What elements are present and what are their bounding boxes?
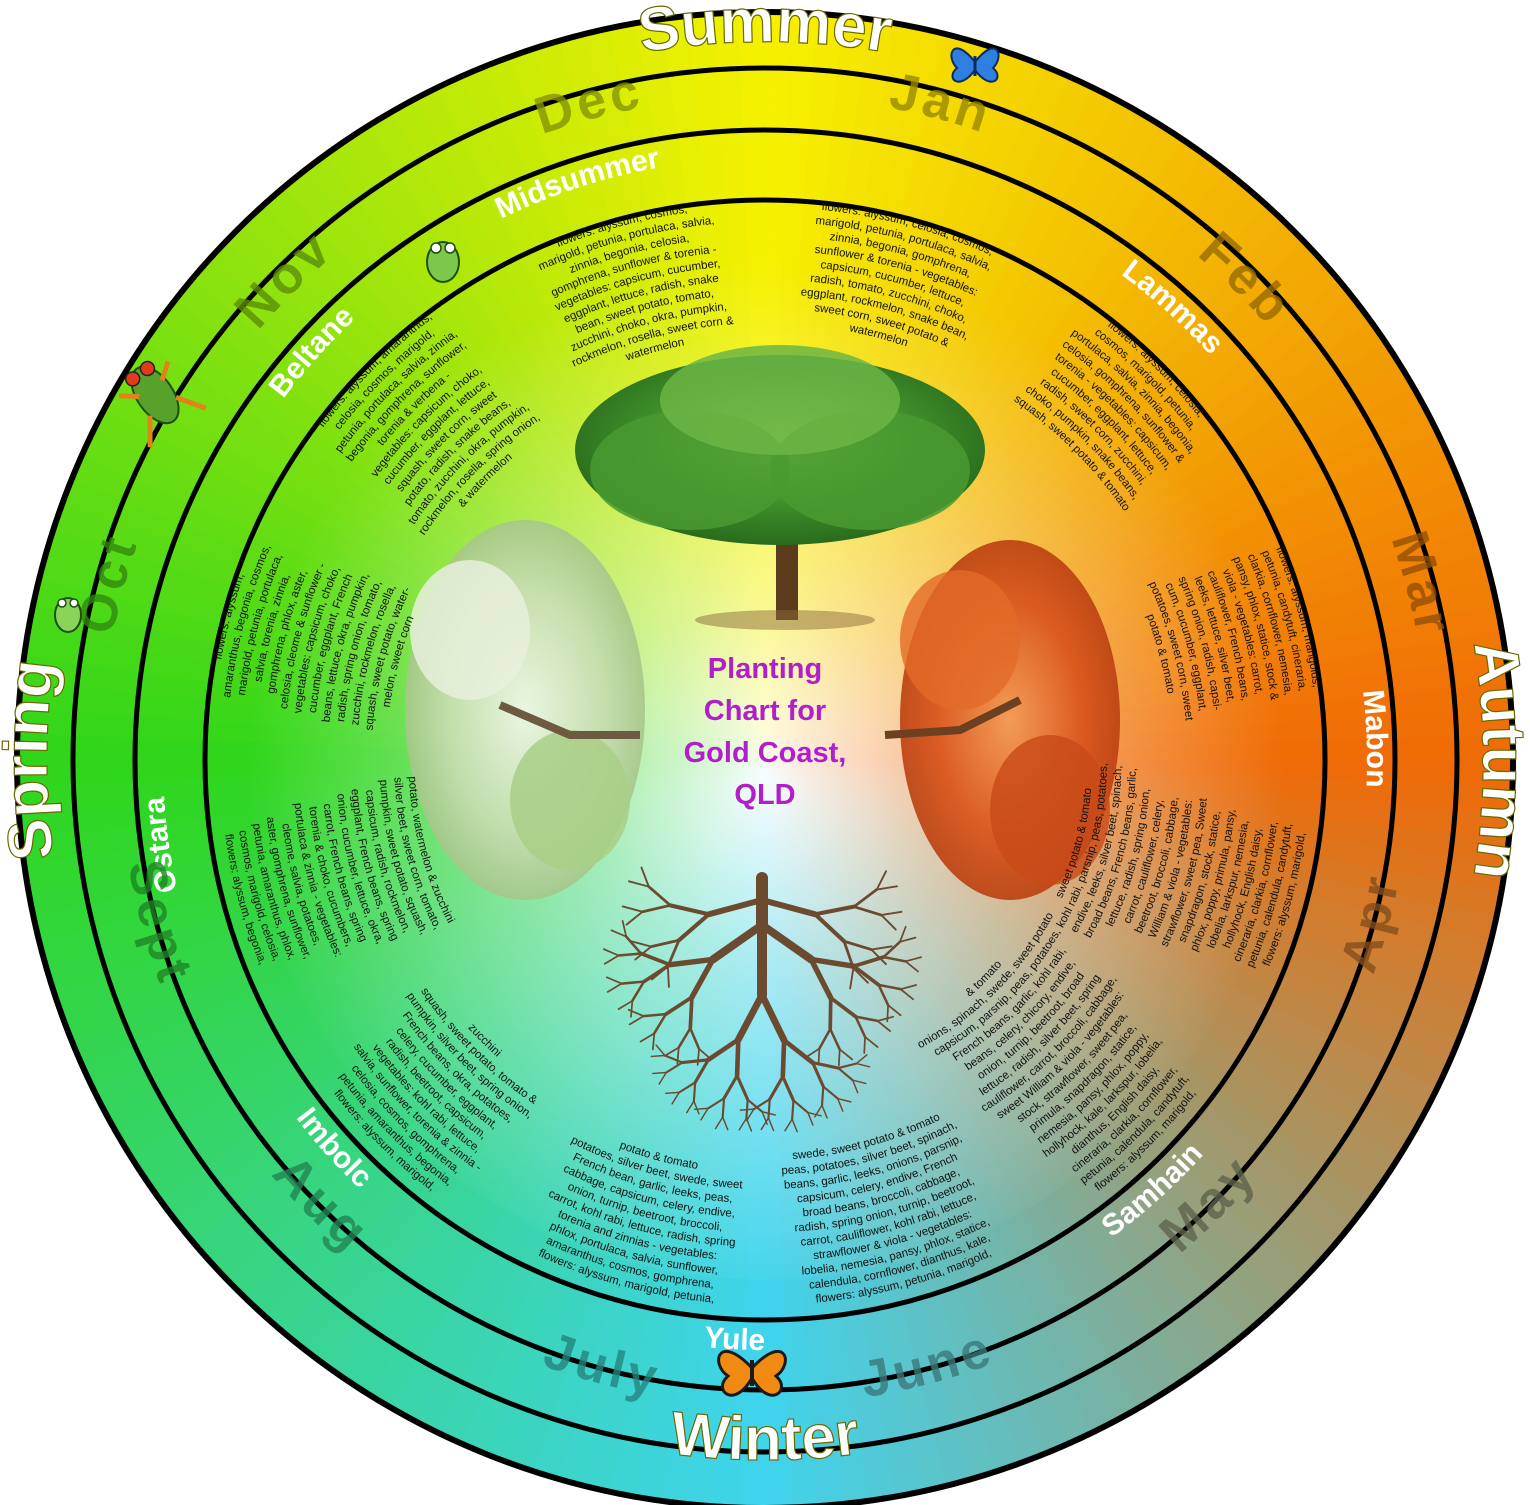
summer-tree-illustration <box>575 345 985 630</box>
autumn-tree-illustration <box>884 540 1120 900</box>
sabbat-label-yule: Yule <box>703 1321 766 1357</box>
title-line-4: QLD <box>734 779 795 811</box>
spring-tree-illustration <box>405 520 645 900</box>
frog-icon <box>426 241 460 283</box>
center-title: Planting Chart for Gold Coast, QLD <box>684 653 847 811</box>
title-line-1: Planting <box>708 653 822 685</box>
outer-ring <box>14 9 1516 1505</box>
title-line-2: Chart for <box>704 695 826 727</box>
monarch-butterfly-icon <box>717 1349 787 1397</box>
title-line-3: Gold Coast, <box>684 737 847 769</box>
season-label-winter: Winter <box>668 1399 863 1474</box>
season-label-autumn: Autumn <box>1460 636 1530 884</box>
butterfly-icon <box>950 47 1000 83</box>
planting-list-mabon: flowers: alyssum, marigolds,petunia, can… <box>1144 545 1322 722</box>
sabbat-ring <box>202 197 1328 1323</box>
ring-outlines <box>14 9 1516 1505</box>
season-label-spring: Spring <box>0 656 67 864</box>
sabbat-label-mabon: Mabon <box>1356 688 1393 788</box>
tree-frog-icon <box>118 360 207 448</box>
small-frog-icon <box>54 597 82 633</box>
season-ring <box>70 65 1460 1455</box>
planting-list-samhain: flowers: alyssum, marigold,petunia, cale… <box>916 911 1199 1194</box>
winter-roots-illustration <box>602 866 922 1133</box>
center-glow <box>245 240 1285 1280</box>
